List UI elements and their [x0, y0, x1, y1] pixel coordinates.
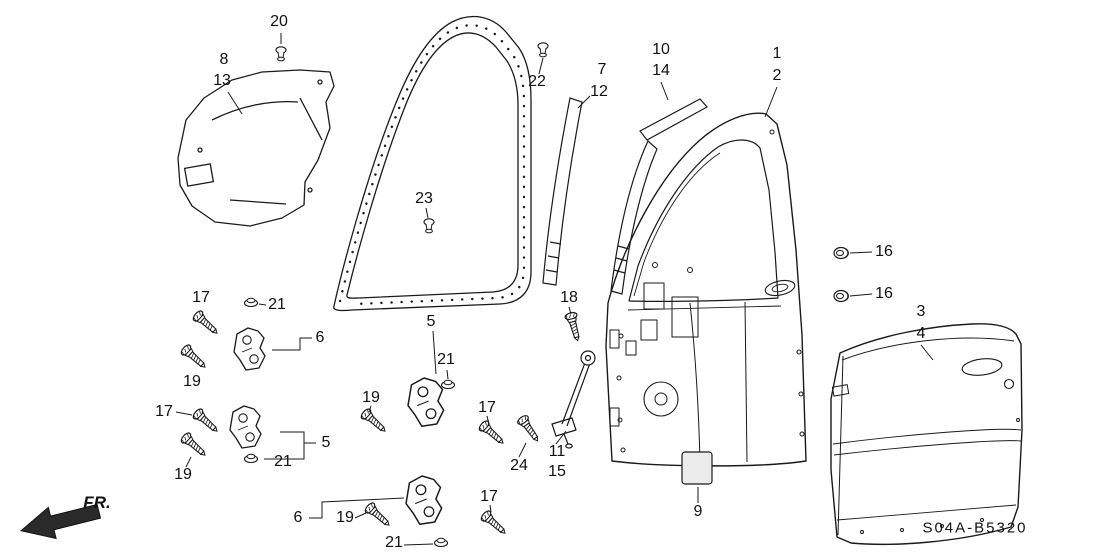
part-label-16: 16	[875, 243, 893, 260]
part-label-21: 21	[385, 534, 403, 551]
hinge-upper-door	[407, 377, 445, 428]
part-label-13: 13	[213, 72, 231, 89]
part-label-17: 17	[192, 289, 210, 306]
part-label-7: 7	[597, 61, 607, 78]
part-label-21: 21	[268, 296, 286, 313]
fr-direction-label: FR.	[83, 493, 111, 512]
part-label-1: 1	[772, 45, 782, 62]
door-checker	[551, 350, 596, 449]
door-inner-panel	[605, 112, 807, 467]
grommet-icon	[833, 246, 850, 260]
part-label-18: 18	[560, 289, 578, 306]
door-molding	[610, 98, 708, 295]
part-label-19: 19	[336, 509, 354, 526]
part-label-17: 17	[155, 403, 173, 420]
part-label-9: 9	[693, 503, 703, 520]
part-label-21: 21	[274, 453, 292, 470]
clip-icon	[537, 42, 549, 58]
door-outer-panel	[830, 323, 1023, 546]
corner-patch	[681, 451, 713, 485]
part-label-16: 16	[875, 285, 893, 302]
glass-run-channel	[542, 97, 583, 286]
part-label-11: 11	[548, 443, 566, 460]
clip-icon	[423, 218, 435, 234]
part-label-23: 23	[415, 190, 433, 207]
hinge-upper-front	[233, 327, 266, 371]
part-label-8: 8	[219, 51, 229, 68]
part-label-19: 19	[183, 373, 201, 390]
part-label-19: 19	[174, 466, 192, 483]
part-label-20: 20	[270, 13, 288, 30]
part-label-5: 5	[321, 434, 331, 451]
hinge-lower-door	[405, 475, 443, 526]
insulator-panel	[177, 69, 335, 227]
door-weatherstrip	[333, 15, 532, 312]
grommet-icon	[833, 289, 850, 303]
part-label-17: 17	[478, 399, 496, 416]
part-label-2: 2	[772, 67, 782, 84]
part-label-12: 12	[590, 83, 608, 100]
part-label-10: 10	[652, 41, 670, 58]
part-label-5: 5	[426, 313, 436, 330]
part-label-22: 22	[528, 73, 546, 90]
part-label-15: 15	[548, 463, 566, 480]
clip-icon	[275, 46, 287, 62]
part-label-4: 4	[916, 325, 926, 342]
diagram-code: S04A-B5320	[922, 519, 1028, 537]
part-label-6: 6	[293, 509, 303, 526]
part-label-17: 17	[480, 488, 498, 505]
part-label-6: 6	[315, 329, 325, 346]
part-label-14: 14	[652, 62, 670, 79]
part-label-24: 24	[510, 457, 528, 474]
part-label-19: 19	[362, 389, 380, 406]
part-label-3: 3	[916, 303, 926, 320]
leader-lines	[175, 33, 934, 546]
hinge-lower-front	[229, 405, 262, 449]
part-label-21: 21	[437, 351, 455, 368]
fr-direction-arrow	[20, 503, 102, 540]
